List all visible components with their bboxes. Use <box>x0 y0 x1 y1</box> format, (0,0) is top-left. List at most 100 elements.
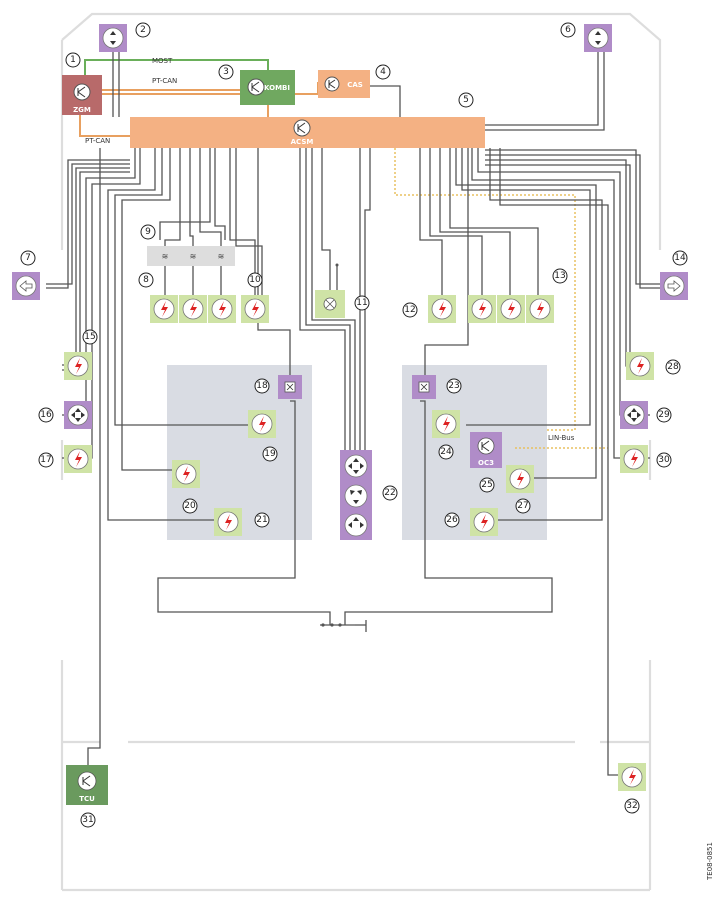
callout-32: 32 <box>624 798 640 814</box>
acsm-label: ACSM <box>291 138 314 146</box>
callout-19: 19 <box>262 446 278 462</box>
ocs-module[interactable]: OC3 <box>470 432 502 468</box>
igniter-20[interactable] <box>172 460 200 488</box>
igniter-13b[interactable] <box>497 295 525 323</box>
callout-6: 6 <box>560 22 576 38</box>
igniter-12[interactable] <box>428 295 456 323</box>
svg-text:14: 14 <box>674 253 686 263</box>
igniter-8b[interactable] <box>179 295 207 323</box>
tcu-label: TCU <box>79 795 95 803</box>
callout-1: 1 <box>65 52 81 68</box>
arrows-sensor-icon <box>67 404 89 426</box>
lamp-11[interactable] <box>315 290 345 318</box>
svg-text:11: 11 <box>356 298 367 308</box>
svg-text:29: 29 <box>658 410 670 420</box>
callout-26: 26 <box>444 512 460 528</box>
callout-16: 16 <box>38 407 54 423</box>
svg-text:13: 13 <box>554 271 565 281</box>
callout-9: 9 <box>140 224 156 240</box>
callout-8: 8 <box>138 272 154 288</box>
kombi-module[interactable]: KOMBI <box>240 70 295 105</box>
ocs-label: OC3 <box>478 459 494 467</box>
svg-text:17: 17 <box>40 455 51 465</box>
svg-text:10: 10 <box>249 275 261 285</box>
igniter-15[interactable] <box>64 352 92 380</box>
svg-text:12: 12 <box>404 305 415 315</box>
igniter-30[interactable] <box>620 445 648 473</box>
svg-text:26: 26 <box>446 515 458 525</box>
svg-text:≋: ≋ <box>162 252 169 261</box>
svg-text:≋: ≋ <box>190 252 197 261</box>
svg-text:18: 18 <box>256 381 268 391</box>
arrows-sensor-icon <box>102 27 124 49</box>
most-label: MOST <box>152 57 173 65</box>
svg-text:30: 30 <box>658 455 670 465</box>
igniter-8a[interactable] <box>150 295 178 323</box>
igniter-13c[interactable] <box>526 295 554 323</box>
igniter-19[interactable] <box>248 410 276 438</box>
igniter-24[interactable] <box>432 410 460 438</box>
watermark: TE08-0851 <box>706 842 714 881</box>
igniter-28[interactable] <box>626 352 654 380</box>
callout-30: 30 <box>656 452 672 468</box>
arrows-sensor-icon <box>623 404 645 426</box>
control-unit-icon <box>77 771 97 791</box>
igniter-32[interactable] <box>618 763 646 791</box>
callout-23: 23 <box>446 378 462 394</box>
sensor-29[interactable] <box>620 401 648 429</box>
ptcan-top-label: PT-CAN <box>152 77 177 85</box>
svg-text:7: 7 <box>25 253 31 263</box>
acsm-module[interactable]: ACSM <box>130 117 485 148</box>
svg-text:20: 20 <box>184 501 196 511</box>
callout-18: 18 <box>254 378 270 394</box>
callout-21: 21 <box>254 512 270 528</box>
sensor-6[interactable] <box>584 24 612 52</box>
zgm-module[interactable]: ZGM <box>62 75 102 115</box>
svg-text:9: 9 <box>145 227 151 237</box>
sensor-18[interactable] <box>278 375 302 399</box>
arrows-sensor-icon <box>587 27 609 49</box>
igniter-10[interactable] <box>241 295 269 323</box>
svg-text:21: 21 <box>256 515 267 525</box>
callout-3: 3 <box>218 64 234 80</box>
tcu-module[interactable]: TCU <box>66 765 108 805</box>
svg-text:25: 25 <box>481 480 492 490</box>
sensor-16[interactable] <box>64 401 92 429</box>
svg-text:16: 16 <box>40 410 52 420</box>
igniter-26[interactable] <box>470 508 498 536</box>
sensor-14[interactable] <box>660 272 688 300</box>
svg-text:4: 4 <box>380 67 386 77</box>
svg-text:31: 31 <box>82 815 93 825</box>
linbus-label: LIN-Bus <box>548 434 575 442</box>
callout-13: 13 <box>552 268 568 284</box>
cas-label: CAS <box>347 81 363 89</box>
callout-24: 24 <box>438 444 454 460</box>
cas-module[interactable]: CAS <box>318 70 370 98</box>
svg-text:27: 27 <box>517 501 528 511</box>
igniter-13a[interactable] <box>468 295 496 323</box>
callout-2: 2 <box>135 22 151 38</box>
wiring-harness <box>46 52 676 776</box>
callout-11: 11 <box>354 295 370 311</box>
arrows-sensor-icon <box>344 513 368 537</box>
igniter-21[interactable] <box>214 508 242 536</box>
sensor-7[interactable] <box>12 272 40 300</box>
sensor-2[interactable] <box>99 24 127 52</box>
svg-text:19: 19 <box>264 449 276 459</box>
sensor-23[interactable] <box>412 375 436 399</box>
callout-31: 31 <box>80 812 96 828</box>
callout-29: 29 <box>656 407 672 423</box>
igniter-17[interactable] <box>64 445 92 473</box>
callout-10: 10 <box>247 272 263 288</box>
resistor-block: ≋ ≋ ≋ <box>147 246 235 266</box>
igniter-8c[interactable] <box>208 295 236 323</box>
callout-22: 22 <box>382 485 398 501</box>
svg-text:15: 15 <box>84 332 95 342</box>
igniter-27[interactable] <box>506 465 534 493</box>
callout-25: 25 <box>479 477 495 493</box>
svg-text:23: 23 <box>448 381 459 391</box>
svg-text:2: 2 <box>140 25 146 35</box>
sensor-stack-22[interactable] <box>340 450 372 540</box>
